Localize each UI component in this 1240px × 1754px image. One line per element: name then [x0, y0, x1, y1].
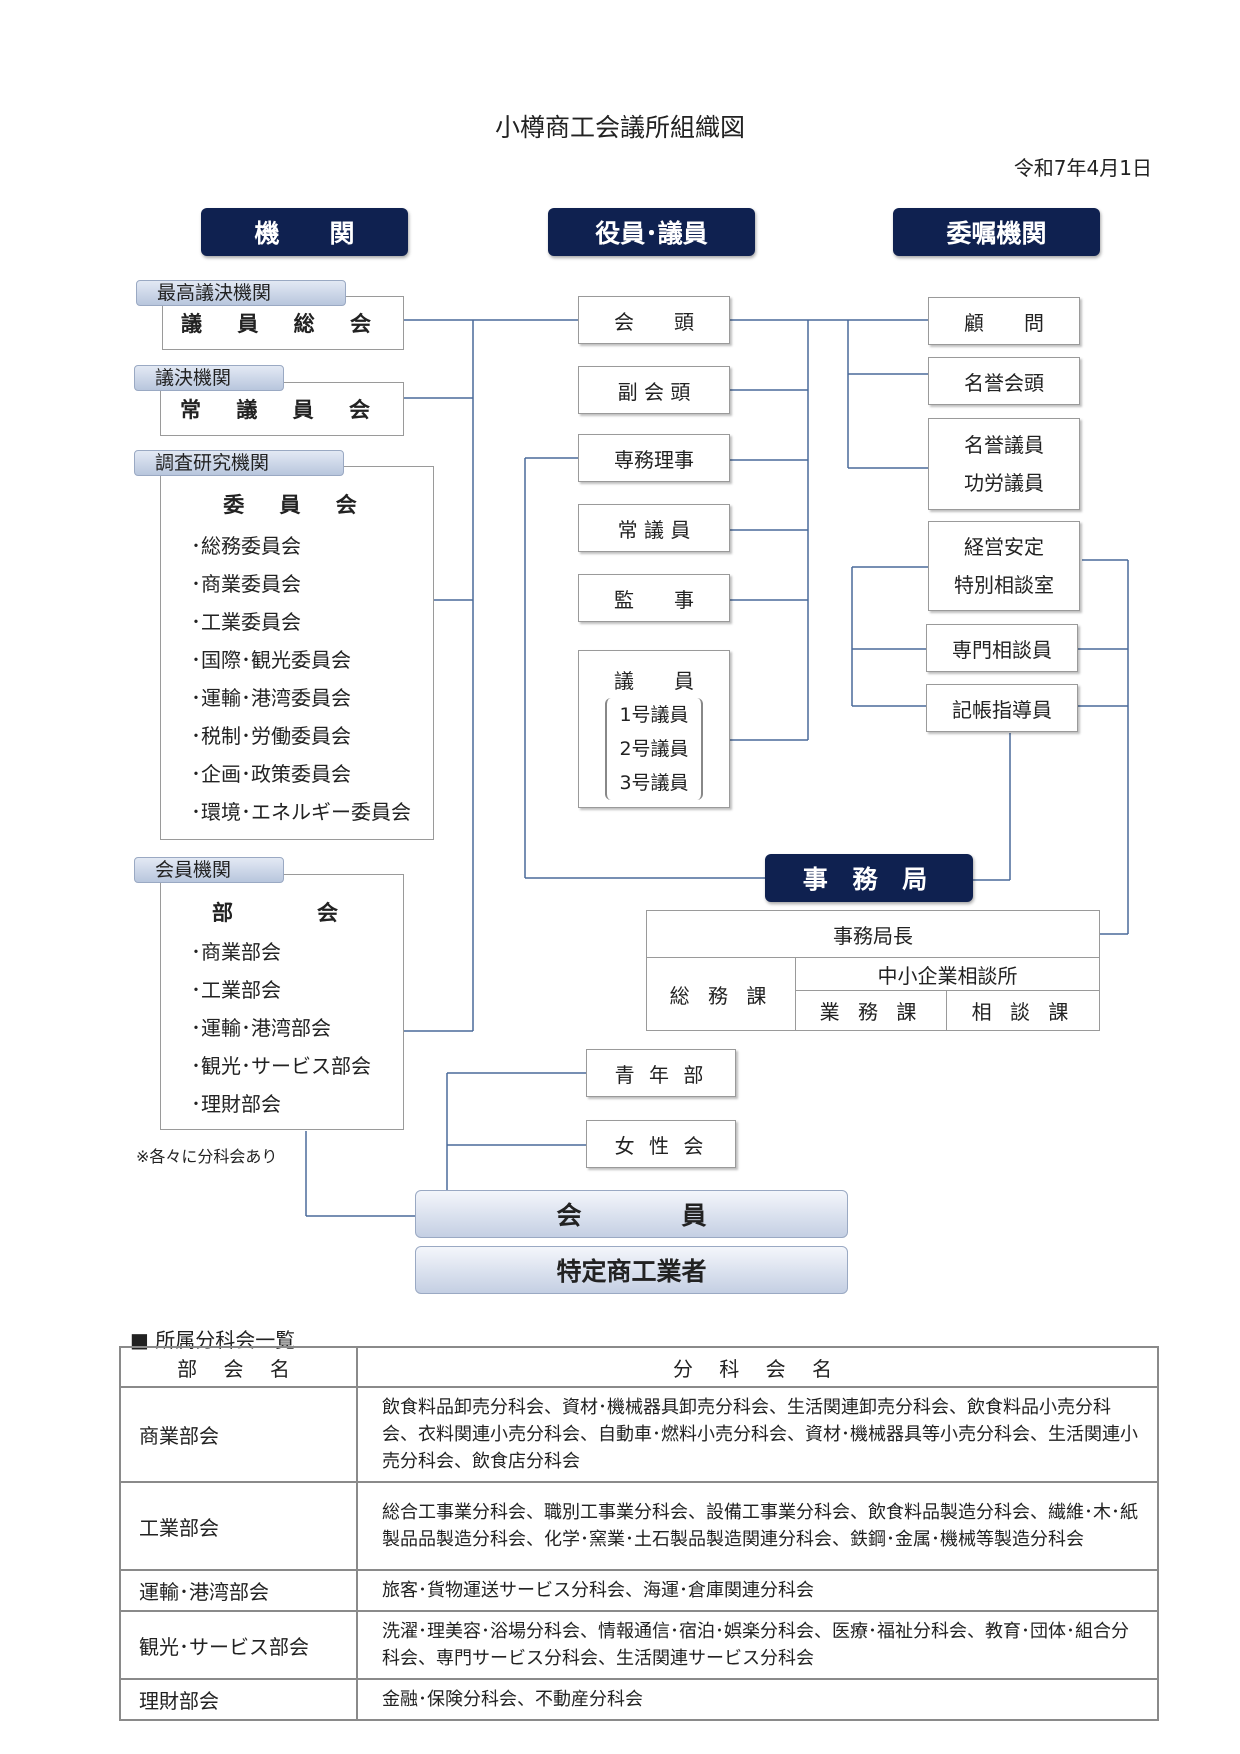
member-type-item: 3号議員 [619, 772, 689, 794]
committee-item: ･企画･政策委員会 [191, 762, 351, 786]
general-assembly-box: 議 員 総 会 [162, 296, 404, 350]
advisor-box: 顧 問 [928, 297, 1080, 345]
division-title: 部 会 [212, 901, 352, 925]
committee-item: ･運輸･港湾委員会 [191, 686, 351, 710]
header-commissioned: 委嘱機関 [893, 208, 1100, 256]
member-bar: 会 員 [415, 1190, 848, 1238]
general-affairs-section: 総 務 課 [646, 957, 796, 1031]
member-type-item: 2号議員 [619, 738, 689, 760]
standing-assembly-box: 常 議 員 会 [160, 382, 404, 436]
member-officer-box: 議 員 1号議員 2号議員 3号議員 [578, 650, 730, 808]
header-officers: 役員･議員 [548, 208, 755, 256]
specific-merchant-bar: 特定商工業者 [415, 1246, 848, 1294]
honorary-president-box: 名誉会頭 [928, 357, 1080, 405]
subcommittee-table: 部 会 名 分 科 会 名 商業部会 飲食料品卸売分科会、資材･機械器具卸売分科… [119, 1346, 1159, 1721]
table-row: 工業部会 総合工事業分科会、職別工事業分科会、設備工事業分科会、飲食料品製造分科… [119, 1481, 1159, 1571]
division-box: 部 会 ･商業部会 ･工業部会 ･運輸･港湾部会 ･観光･サービス部会 ･理財部… [160, 874, 404, 1130]
date-label: 令和7年4月1日 [1013, 156, 1152, 180]
table-row: 理財部会 金融･保険分科会、不動産分科会 [119, 1678, 1159, 1721]
tag-top-decision: 最高議決機関 [136, 280, 346, 306]
tag-decision: 議決機関 [134, 365, 284, 391]
table-row: 観光･サービス部会 洗濯･理美容･浴場分科会、情報通信･宿泊･娯楽分科会、医療･… [119, 1610, 1159, 1680]
division-item: ･観光･サービス部会 [191, 1054, 371, 1078]
member-officer-title: 議 員 [614, 669, 694, 693]
committee-item: ･国際･観光委員会 [191, 648, 351, 672]
division-item: ･工業部会 [191, 978, 281, 1002]
bookkeeping-box: 記帳指導員 [926, 684, 1078, 732]
president-box: 会 頭 [578, 296, 730, 344]
division-item: ･理財部会 [191, 1092, 281, 1116]
division-cell: 運輸･港湾部会 [119, 1569, 358, 1612]
table-row: 運輸･港湾部会 旅客･貨物運送サービス分科会、海運･倉庫関連分科会 [119, 1569, 1159, 1612]
honorary-member-label: 名誉議員 [964, 433, 1044, 457]
committee-item: ･税制･労働委員会 [191, 724, 351, 748]
general-assembly-label: 議 員 総 会 [181, 312, 385, 336]
auditor-box: 監 事 [578, 574, 730, 622]
committee-item: ･環境･エネルギー委員会 [191, 800, 411, 824]
member-type-item: 1号議員 [619, 704, 689, 726]
division-item: ･商業部会 [191, 940, 281, 964]
table-row: 商業部会 飲食料品卸売分科会、資材･機械器具卸売分科会、生活関連卸売分科会、飲食… [119, 1386, 1159, 1483]
subs-cell: 金融･保険分科会、不動産分科会 [356, 1678, 1159, 1721]
tag-research: 調査研究機関 [134, 450, 344, 476]
honorary-member-box: 名誉議員 功労議員 [928, 418, 1080, 510]
executive-director-box: 専務理事 [578, 434, 730, 482]
committee-title: 委 員 会 [223, 493, 371, 517]
division-item: ･運輸･港湾部会 [191, 1016, 331, 1040]
table-header-division: 部 会 名 [119, 1346, 358, 1388]
page-title: 小樽商工会議所組織図 [494, 113, 745, 142]
youth-group-box: 青 年 部 [586, 1049, 736, 1097]
business-section: 業 務 課 [795, 990, 947, 1031]
subs-cell: 飲食料品卸売分科会、資材･機械器具卸売分科会、生活関連卸売分科会、飲食料品小売分… [356, 1386, 1159, 1483]
standing-assembly-label: 常 議 員 会 [180, 398, 384, 422]
specialist-box: 専門相談員 [926, 624, 1078, 672]
standing-member-box: 常 議 員 [578, 504, 730, 552]
table-header-row: 部 会 名 分 科 会 名 [119, 1346, 1159, 1388]
division-cell: 観光･サービス部会 [119, 1610, 358, 1680]
table-header-subs: 分 科 会 名 [356, 1346, 1159, 1388]
division-cell: 工業部会 [119, 1481, 358, 1571]
tag-member: 会員機関 [134, 857, 284, 883]
consult-room-line2: 特別相談室 [954, 573, 1054, 597]
women-group-box: 女 性 会 [586, 1120, 736, 1168]
subs-cell: 旅客･貨物運送サービス分科会、海運･倉庫関連分科会 [356, 1569, 1159, 1612]
secretariat-header: 事 務 局 [765, 854, 973, 902]
committee-item: ･工業委員会 [191, 610, 301, 634]
committee-item: ･商業委員会 [191, 572, 301, 596]
division-cell: 理財部会 [119, 1678, 358, 1721]
consult-room-line1: 経営安定 [964, 535, 1044, 559]
division-note: ※各々に分科会あり [136, 1147, 278, 1166]
member-types: 1号議員 2号議員 3号議員 [605, 698, 703, 800]
merit-member-label: 功労議員 [964, 471, 1044, 495]
subs-cell: 洗濯･理美容･浴場分科会、情報通信･宿泊･娯楽分科会、医療･福祉分科会、教育･団… [356, 1610, 1159, 1680]
header-organs: 機 関 [201, 208, 408, 256]
consult-room-box: 経営安定 特別相談室 [928, 521, 1080, 611]
vice-president-box: 副 会 頭 [578, 366, 730, 414]
consultation-section: 相 談 課 [946, 990, 1100, 1031]
committee-item: ･総務委員会 [191, 534, 301, 558]
secretariat-chief: 事務局長 [646, 910, 1100, 958]
committee-box: 委 員 会 ･総務委員会 ･商業委員会 ･工業委員会 ･国際･観光委員会 ･運輸… [160, 466, 434, 840]
division-cell: 商業部会 [119, 1386, 358, 1483]
subs-cell: 総合工事業分科会、職別工事業分科会、設備工事業分科会、飲食料品製造分科会、繊維･… [356, 1481, 1159, 1571]
sme-center: 中小企業相談所 [795, 957, 1100, 991]
